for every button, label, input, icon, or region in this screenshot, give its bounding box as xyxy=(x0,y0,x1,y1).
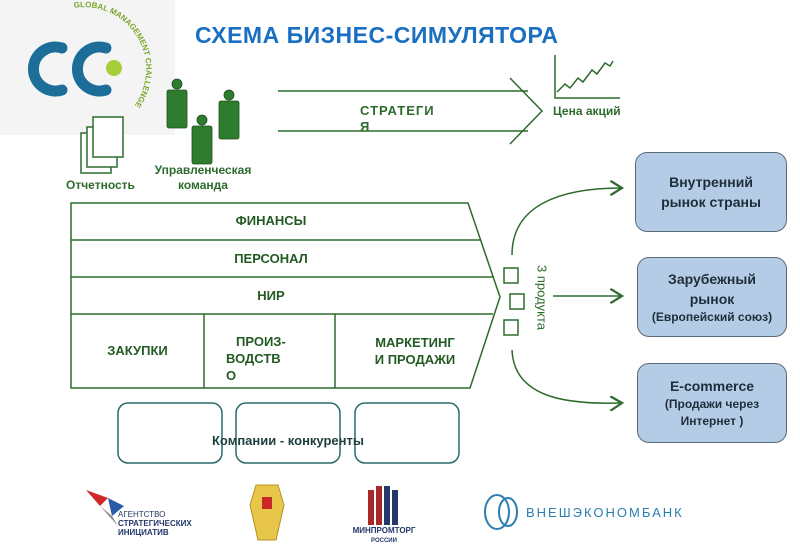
competitor-boxes xyxy=(117,402,460,464)
competitors-label: Компании - конкуренты xyxy=(212,433,364,448)
share-price-chart-icon xyxy=(554,55,620,99)
strategy-label-line: СТРАТЕГИ xyxy=(360,103,435,118)
market-note: Интернет ) xyxy=(680,414,744,428)
gmc-logo-text-layer: GLOBAL MANAGEMENT CHALLENGE xyxy=(73,0,153,110)
market-foreign: Зарубежный рынок (Европейский союз) xyxy=(637,257,787,337)
minpromtorg-logo-text: МИНПРОМТОРГ РОССИИ xyxy=(346,526,422,546)
market-note: (Продажи через xyxy=(664,397,760,411)
asi-logo xyxy=(86,490,124,526)
veb-logo-text: ВНЕШЭКОНОМБАНК xyxy=(526,505,684,520)
cell-production: ПРОИЗ- ВОДСТВ О xyxy=(226,333,286,384)
row-finance: ФИНАНСЫ xyxy=(235,213,307,228)
strategy-label-line: Я xyxy=(360,119,371,134)
cell-purchases: ЗАКУПКИ xyxy=(107,343,168,358)
asi-line: АГЕНТСТВО xyxy=(118,510,166,519)
market-domestic: Внутренний рынок страны xyxy=(635,152,787,232)
product-squares xyxy=(503,267,525,336)
gmc-logo xyxy=(0,0,175,135)
market-note: (Европейский союз) xyxy=(651,309,773,324)
team-icon xyxy=(166,78,240,165)
asi-line: ИНИЦИАТИВ xyxy=(118,528,169,537)
functions-chevron xyxy=(70,202,501,389)
market-title: рынок xyxy=(689,290,735,307)
emblem-logo xyxy=(249,484,285,541)
minpromtorg-line: МИНПРОМТОРГ xyxy=(352,526,416,535)
row-rnd: НИР xyxy=(257,288,285,303)
production-line: О xyxy=(226,368,237,383)
row-personnel: ПЕРСОНАЛ xyxy=(234,251,308,266)
market-title: Внутренний xyxy=(669,174,753,190)
market-arrows xyxy=(511,188,622,403)
production-line: ВОДСТВ xyxy=(226,351,281,366)
asi-line: СТРАТЕГИЧЕСКИХ xyxy=(118,519,192,528)
market-title: Зарубежный xyxy=(668,270,756,287)
strategy-arrow xyxy=(278,77,544,145)
page-title: СХЕМА БИЗНЕС-СИМУЛЯТОРА xyxy=(195,22,559,48)
minpromtorg-line: РОССИИ xyxy=(371,538,397,544)
market-title: рынок страны xyxy=(661,194,761,210)
share-price-label: Цена акций xyxy=(553,104,621,118)
production-line: ПРОИЗ- xyxy=(236,334,286,349)
cell-marketing: МАРКЕТИНГ И ПРОДАЖИ xyxy=(335,334,495,368)
marketing-line: И ПРОДАЖИ xyxy=(374,352,456,367)
team-label-line: Управленческая xyxy=(154,163,252,177)
team-label-line: команда xyxy=(178,178,228,192)
market-title: E-commerce xyxy=(669,378,755,394)
reports-icon xyxy=(80,116,124,174)
veb-logo xyxy=(484,494,518,530)
minpromtorg-logo xyxy=(368,486,398,525)
products-label: 3 продукта xyxy=(534,264,550,330)
gmc-logo-text: GLOBAL MANAGEMENT CHALLENGE xyxy=(73,0,153,110)
marketing-line: МАРКЕТИНГ xyxy=(375,335,455,350)
reports-label: Отчетность xyxy=(66,178,135,192)
gmc-logo-text-path: GLOBAL MANAGEMENT CHALLENGE xyxy=(73,0,153,110)
